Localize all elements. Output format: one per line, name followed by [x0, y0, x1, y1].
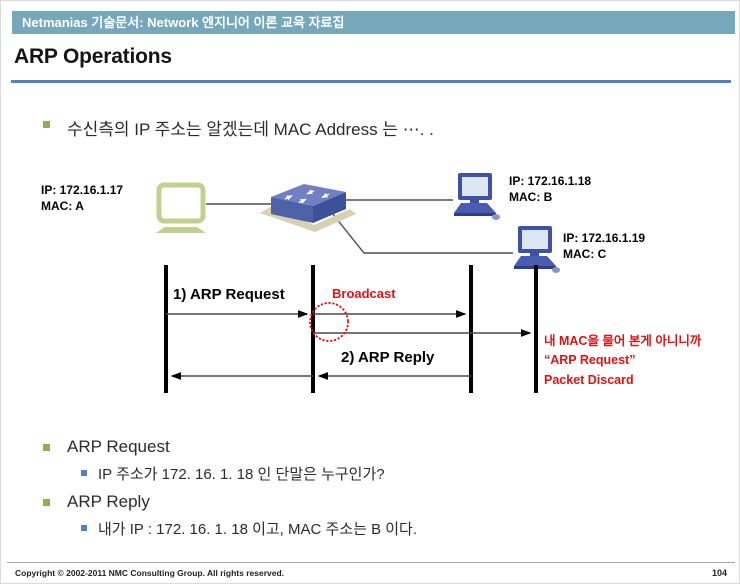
host-b-mac: MAC: B [509, 190, 553, 205]
sequence-arrows [166, 310, 532, 380]
host-a-mac: MAC: A [41, 199, 84, 214]
network-links [206, 199, 513, 254]
page-title: ARP Operations [14, 45, 172, 68]
sub-bullet-marker [81, 525, 87, 531]
discard-note-line2: “ARP Request” [544, 353, 636, 368]
host-b-ip: IP: 172.16.1.18 [509, 174, 592, 188]
desktop-icon-c [514, 226, 560, 273]
discard-note-line1: 내 MAC을 물어 본게 아니니까 [544, 334, 702, 348]
bullet-marker [43, 121, 50, 128]
desktop-icon-b [454, 173, 500, 220]
footer-divider [7, 562, 735, 563]
host-c-ip: IP: 172.16.1.19 [563, 231, 646, 245]
bullet-marker [43, 444, 50, 451]
link-switch-c [331, 212, 513, 254]
intro-bullet-text: 수신측의 IP 주소는 알겠는데 MAC Address 는 ⋯. . [67, 120, 434, 139]
header-banner: Netmanias 기술문서: Network 엔지니어 이론 교육 자료집 [12, 11, 735, 34]
broadcast-label: Broadcast [332, 286, 396, 301]
host-a-ip: IP: 172.16.1.17 [41, 183, 124, 197]
arp-reply-label: 2) ARP Reply [341, 349, 435, 366]
host-a-label: IP: 172.16.1.17 MAC: A [41, 182, 123, 214]
sub-bullet-marker [81, 470, 87, 476]
broadcast-circle [309, 302, 349, 342]
arp-request-sub-bullet: IP 주소가 172. 16. 1. 18 인 단말은 누구인가? [98, 466, 385, 483]
discard-note-line3: Packet Discard [544, 372, 634, 387]
discard-note: 내 MAC을 물어 본게 아니니까 “ARP Request” Packet D… [544, 332, 701, 390]
host-b-label: IP: 172.16.1.18 MAC: B [509, 173, 591, 205]
laptop-icon [156, 182, 206, 233]
bullet-marker [43, 499, 50, 506]
arp-reply-sub-bullet: 내가 IP : 172. 16. 1. 18 이고, MAC 주소는 B 이다. [98, 521, 418, 538]
host-c-mac: MAC: C [563, 247, 607, 262]
switch-icon [260, 184, 356, 232]
host-c-label: IP: 172.16.1.19 MAC: C [563, 230, 645, 262]
lifelines [164, 265, 538, 393]
arp-reply-bullet: ARP Reply [67, 492, 150, 511]
page-number: 104 [711, 568, 727, 578]
arp-request-bullet: ARP Request [67, 437, 170, 456]
arp-request-label: 1) ARP Request [173, 286, 285, 303]
copyright-text: Copyright © 2002-2011 NMC Consulting Gro… [15, 568, 285, 578]
title-divider [11, 80, 731, 83]
